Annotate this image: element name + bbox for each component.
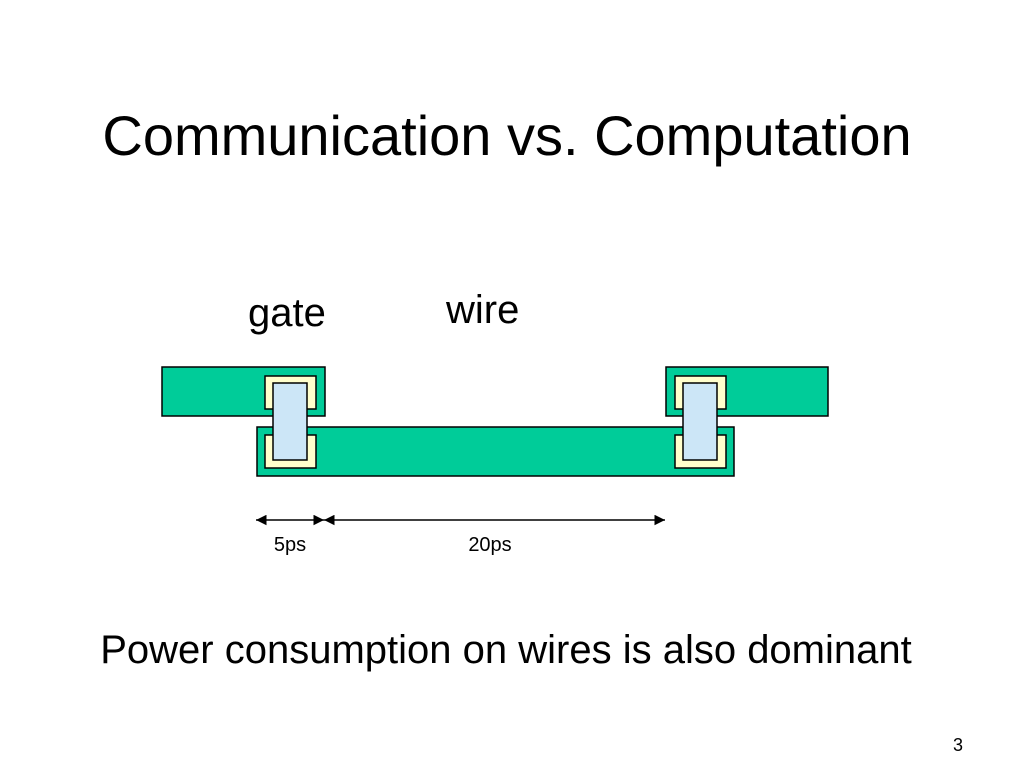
slide-title: Communication vs. Computation (102, 104, 912, 167)
slide-caption: Power consumption on wires is also domin… (100, 628, 912, 672)
left-via (272, 382, 308, 461)
wire-delay-label: 20ps (468, 534, 511, 556)
wire-metal (256, 426, 735, 477)
gate-label: gate (248, 291, 326, 335)
gate-delay-label: 5ps (274, 534, 306, 556)
right-via (682, 382, 718, 461)
page-number: 3 (952, 735, 963, 755)
wire-label: wire (445, 288, 519, 332)
